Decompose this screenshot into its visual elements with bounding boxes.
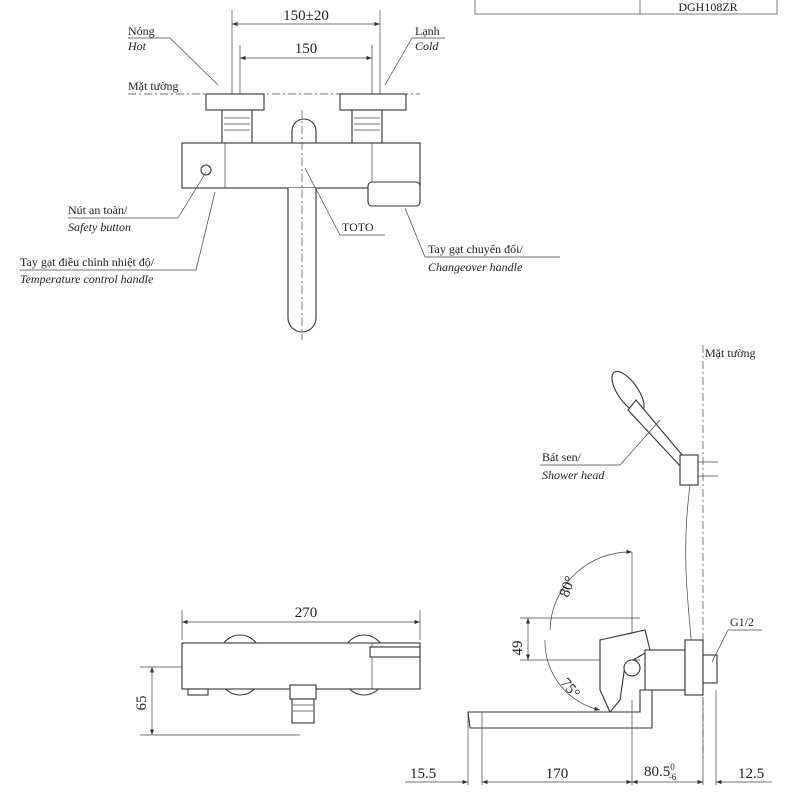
angle-up-label: 80° bbox=[557, 574, 579, 599]
thread-label: G1/2 bbox=[730, 615, 754, 629]
dim-49-label: 49 bbox=[510, 641, 526, 656]
cold-label-vi: Lạnh bbox=[415, 24, 440, 38]
dim-height-label: 65 bbox=[134, 696, 150, 711]
wall-label-top: Mặt tường bbox=[128, 79, 179, 93]
shower-label-en: Shower head bbox=[542, 468, 605, 482]
dim-outer-label: 150±20 bbox=[283, 8, 329, 24]
top-view: 150±20 150 Nóng Hot Lạnh Cold Mặt tường … bbox=[20, 8, 560, 340]
changeover-label-en: Changeover handle bbox=[428, 260, 523, 274]
hot-label-vi: Nóng bbox=[128, 24, 155, 38]
model-table: DGH108ZR bbox=[474, 0, 778, 15]
dim-inner-label: 150 bbox=[295, 41, 318, 57]
safety-label-vi: Nút an toàn/ bbox=[68, 203, 128, 217]
front-view: 270 65 bbox=[134, 605, 421, 736]
dim-80-5-label: 80.50-6 bbox=[644, 762, 677, 782]
dim-15-5-label: 15.5 bbox=[410, 766, 436, 782]
shower-label-vi: Bát sen/ bbox=[542, 450, 582, 464]
side-spout bbox=[467, 689, 653, 729]
brand-label: TOTO bbox=[342, 220, 374, 234]
dim-170-label: 170 bbox=[546, 766, 569, 782]
model-number: DGH108ZR bbox=[678, 0, 737, 14]
temp-label-vi: Tay gạt điều chỉnh nhiệt độ/ bbox=[20, 255, 155, 269]
wall-label-side: Mặt tường bbox=[705, 346, 756, 360]
angle-down-label: 75° bbox=[557, 675, 583, 701]
hot-label-en: Hot bbox=[127, 39, 147, 53]
dim-width-label: 270 bbox=[295, 605, 318, 621]
safety-label-en: Safety button bbox=[68, 220, 131, 234]
side-view: Mặt tường Bát sen/ Shower head 80° 75° 4… bbox=[405, 345, 772, 785]
changeover-label-vi: Tay gạt chuyển đổi/ bbox=[428, 242, 523, 256]
dim-12-5-label: 12.5 bbox=[738, 766, 764, 782]
temp-label-en: Temperature control handle bbox=[20, 272, 154, 286]
cold-label-en: Cold bbox=[415, 39, 439, 53]
